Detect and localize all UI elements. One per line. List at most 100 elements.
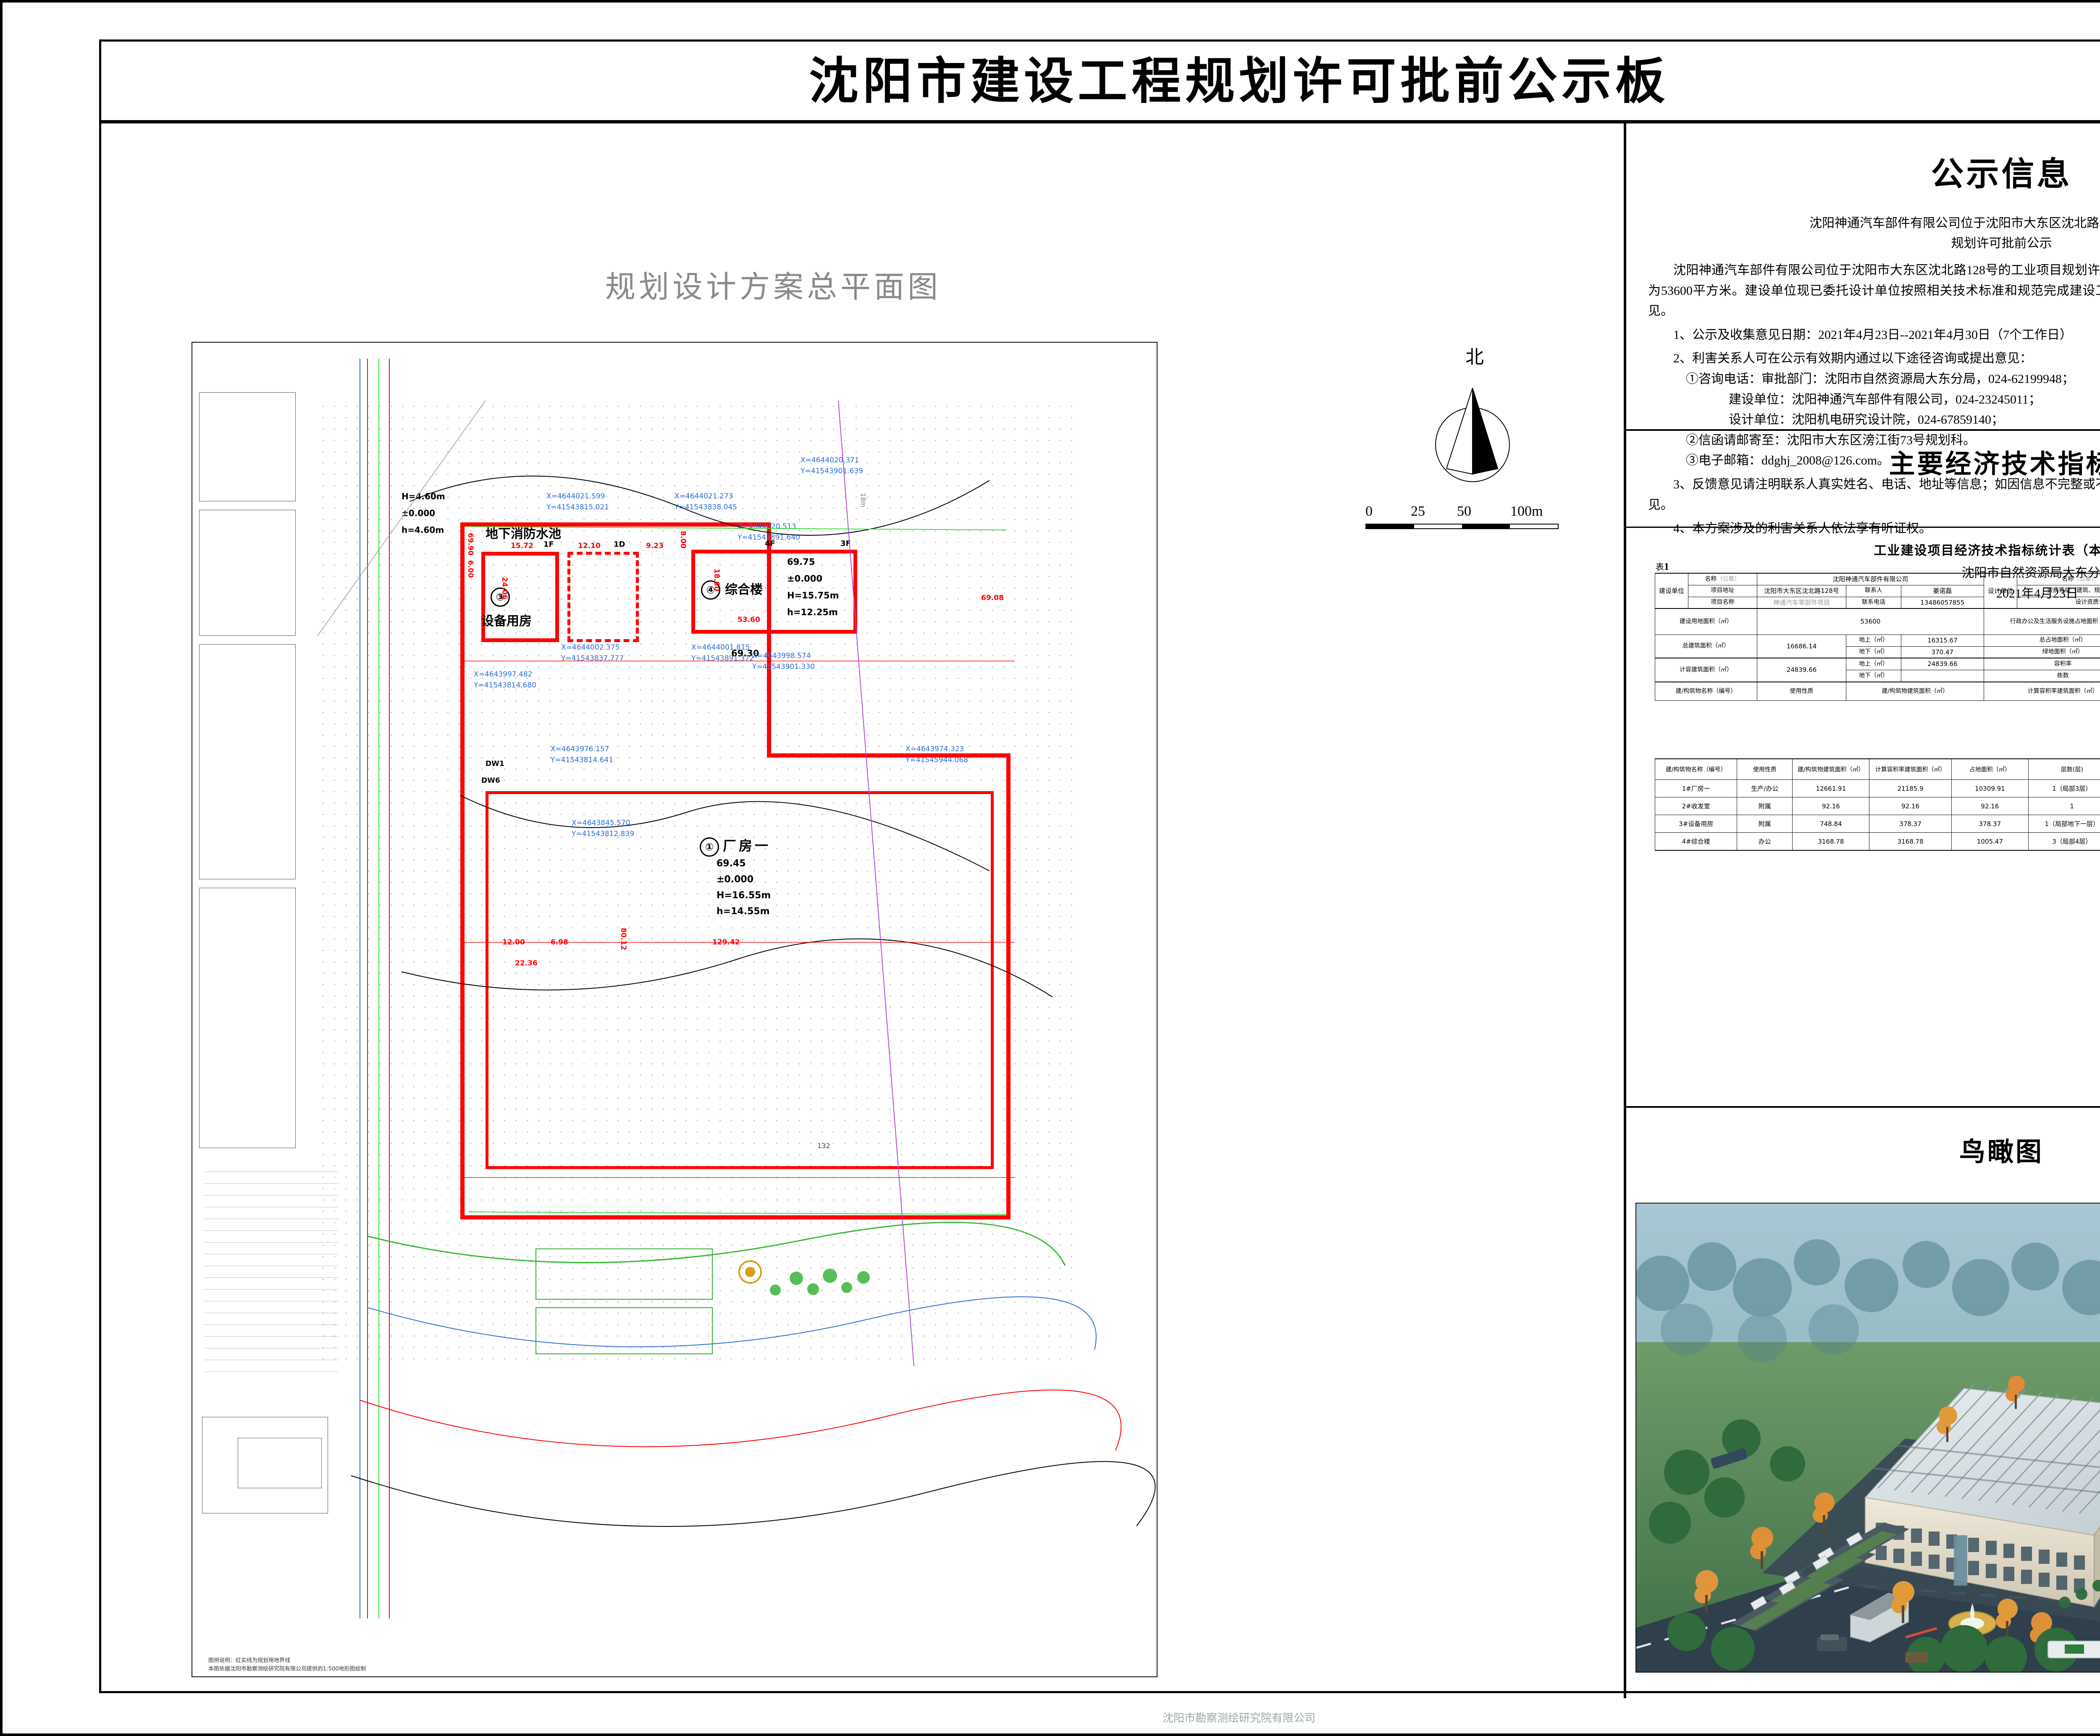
b3-zero: ±0.000	[402, 508, 436, 518]
b4-height-top: H=15.75m	[787, 590, 839, 601]
building-marker-1: ①	[700, 837, 719, 857]
table-row: 地下（㎡） 栋数 4 地下（个）	[1655, 669, 2100, 682]
compass-rose: 北	[1386, 342, 1563, 510]
cell-bfa: 92.16	[1792, 797, 1870, 815]
coord-x-4: X=4644020.513	[738, 522, 796, 531]
cell-floors: 1（局部地下一层）	[2028, 815, 2100, 833]
cell-bfa: 12661.91	[1792, 779, 1870, 797]
b4-zero: ±0.000	[787, 574, 823, 584]
page-title: 沈阳市建设工程规划许可批前公示板	[808, 52, 1669, 110]
col2-bfa: 建/构筑物建筑面积（㎡）	[1792, 758, 1870, 780]
cell-project-addr: 沈阳市大东区沈北路128号	[1756, 585, 1847, 597]
coord-y-3: Y=41543838.045	[675, 503, 738, 511]
vertical-divider	[1624, 123, 1626, 1698]
cell-name: 1#厂房一	[1654, 779, 1738, 797]
coord-y-2: Y=41543815.021	[546, 503, 609, 511]
cell-total-site-label: 总占地面积（㎡）	[1983, 634, 2100, 647]
notice-item-2: 2、利害关系人可在公示有效期内通过以下途径咨询或提出意见：	[1673, 351, 2032, 366]
label-3F: 3F	[840, 539, 851, 548]
table-header-row: 建/构筑物名称（编号） 使用性质 建/构筑物建筑面积（㎡） 计算容积率建筑面积（…	[1654, 758, 2100, 780]
scale-ticks: 0 25 50 100m	[1365, 503, 1584, 522]
cell-far-floor-label: 计容建筑面积（㎡）	[1655, 658, 1757, 682]
divider-indicators-table	[1626, 527, 2100, 528]
dim-6-98: 6.98	[551, 938, 568, 947]
coord-x-1: X=4644020.371	[801, 456, 859, 464]
col2-use: 使用性质	[1737, 758, 1793, 780]
cell-floors: 1	[2028, 797, 2100, 815]
aerial-rendering	[1635, 1203, 2100, 1673]
notice-item-4: 4、本方案涉及的利害关系人依法享有听证权。	[1673, 522, 1932, 536]
dim-129-42: 129.42	[712, 938, 740, 947]
site-plan-drawing: ③ 设备用房 15.72 24.06 12.10 1F 1D 9.23 69.9…	[192, 342, 1158, 1677]
indicators-heading: 主要经济技术指标	[1889, 448, 2100, 479]
coord-y-5: Y=41543837.777	[561, 654, 624, 663]
coord-y-9: Y=41543814.641	[551, 756, 614, 764]
cell-far-area: 21185.9	[1869, 779, 1952, 797]
table-row: 3#设备用房附属748.84378.37378.371（局部地下一层）4.604…	[1654, 815, 2100, 833]
scale-tick-100: 100m	[1510, 503, 1543, 519]
cell-build-unit-name: 沈阳神通汽车部件有限公司	[1756, 572, 1984, 585]
title-bar: 沈阳市建设工程规划许可批前公示板	[101, 42, 2100, 123]
label-DW6: DW6	[481, 776, 500, 785]
dim-18-60: 18.60	[712, 569, 721, 591]
cell-name: 3#设备用房	[1654, 815, 1738, 833]
aerial-image	[1636, 1204, 2100, 1672]
coord-x-6: X=4644001.815	[691, 643, 750, 652]
coord-x-7: X=4643997.482	[474, 670, 533, 679]
cell-total-floor-label: 总建筑面积（㎡）	[1655, 634, 1757, 658]
cell-bfa: 3168.78	[1792, 832, 1870, 851]
cell-name: 2#收发室	[1654, 797, 1738, 815]
cell-floors: 3（局部4层）	[2028, 832, 2100, 851]
cell-build-unit-label: 建设单位	[1655, 572, 1688, 609]
spot-69-30: 69.30	[731, 648, 759, 658]
coord-x-11: X=4643845.570	[572, 819, 630, 827]
cell-use: 办公	[1737, 832, 1793, 851]
col2-far-area: 计算容积率建筑面积（㎡）	[1869, 758, 1952, 780]
cell-site: 92.16	[1951, 797, 2029, 815]
table-title: 工业建设项目经济技术指标统计表（本次）	[1874, 543, 2100, 558]
coord-x-9: X=4643976.157	[551, 745, 609, 753]
cell-above-label: 地上（㎡）	[1846, 634, 1901, 647]
b1-height-eave: h=14.55m	[717, 906, 770, 917]
cell-below-label: 地下（㎡）	[1846, 646, 1901, 659]
cell-far-floor: 24839.66	[1756, 658, 1847, 682]
b4-height-eave: h=12.25m	[787, 607, 838, 617]
cell-project-name: 神通汽车零部件项目	[1756, 596, 1847, 609]
col-use: 使用性质	[1756, 681, 1847, 701]
cell-floors: 1（局部3层）	[2028, 779, 2100, 797]
cell-phone-label: 联系电话	[1846, 596, 1901, 609]
cell-far-below	[1900, 669, 1984, 682]
table-row: 项目地址 沈阳市大东区沈北路128号 联系人 姜诺磊 资质等级（建筑、规划） 甲…	[1655, 585, 2100, 597]
cell-use: 附属	[1737, 815, 1793, 833]
building-marker-3: ③	[491, 587, 510, 607]
coord-y-4: Y=41543891.640	[738, 533, 801, 542]
cell-design-unit-label: 设计单位	[1983, 572, 2017, 609]
cell-far-area: 92.16	[1869, 797, 1952, 815]
notice-sub-3: ③电子邮箱：ddghj_2008@126.com。	[1686, 454, 1890, 468]
label-1F: 1F	[543, 540, 554, 549]
cell-far-label: 容积率	[1983, 658, 2100, 671]
b3-height-eave: h=4.60m	[402, 525, 444, 535]
cell-green-area-label: 绿地面积（㎡）	[1983, 646, 2100, 659]
site-plan-title: 规划设计方案总平面图	[605, 269, 941, 304]
dim-12-00: 12.00	[502, 938, 525, 947]
b1-elevation: 69.45	[717, 858, 746, 869]
notice-sub-1b: 建设单位：沈阳神通汽车部件有限公司，024-23245011；	[1729, 392, 2041, 406]
notice-item-3: 3、反馈意见请注明联系人真实姓名、电话、地址等信息；如因信息不完整或不真实导致无…	[1648, 477, 2100, 512]
aerial-heading: 鸟瞰图	[1959, 1136, 2044, 1167]
cell-below-val: 370.47	[1900, 646, 1984, 659]
right-pane: 公示信息 沈阳神通汽车部件有限公司位于沈阳市大东区沈北路128号的工业项目 规划…	[1626, 123, 2100, 1698]
table-row: 建设用地面积（㎡） 53600 行政办公及生活服务设施占地面积（㎡） 3112.…	[1655, 608, 2100, 635]
dim-12-10: 12.10	[578, 542, 601, 550]
cell-qual-cert-label: 设计资质证号 A121009612	[2016, 596, 2100, 609]
cell-land-area: 53600	[1756, 608, 1984, 635]
cell-name-label-2: 名称（公章）	[2016, 572, 2100, 585]
table-row: 建设单位 名称（公章） 沈阳神通汽车部件有限公司 设计单位 名称（公章） 沈阳机…	[1655, 572, 2100, 609]
coord-y-10: Y=41545944.068	[906, 756, 969, 764]
spot-69-08: 69.08	[981, 594, 1004, 602]
col2-floors: 层数(层)	[2028, 758, 2100, 780]
b4-elevation: 69.75	[787, 557, 815, 567]
